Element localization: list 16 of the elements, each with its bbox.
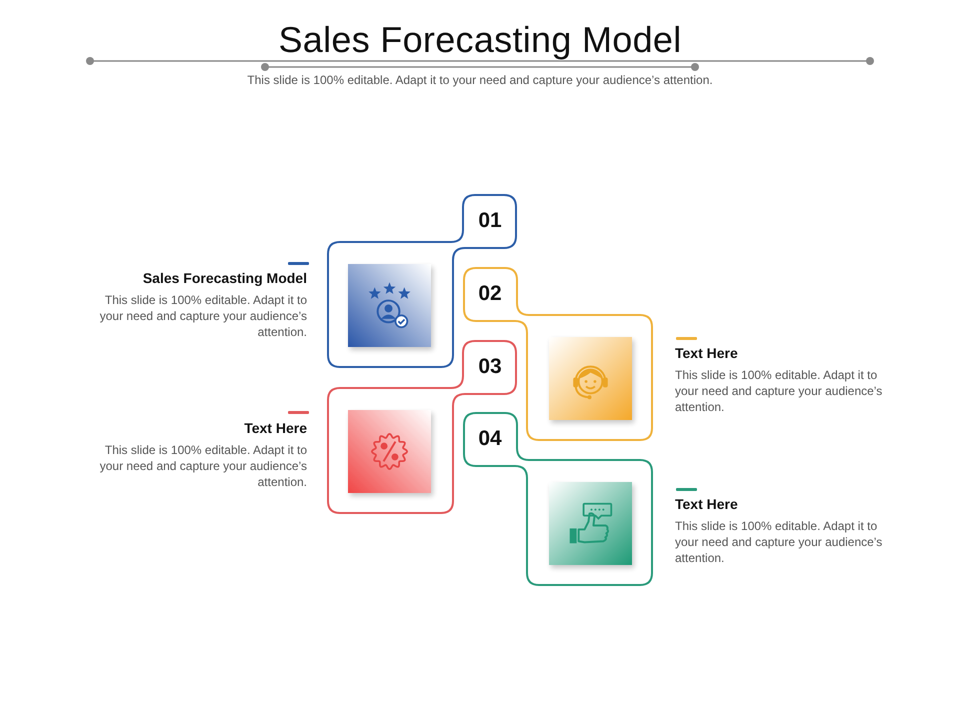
step-number: 04: [478, 428, 502, 450]
step-frame: [463, 412, 653, 586]
heading: Text Here: [244, 420, 307, 437]
description: This slide is 100% editable. Adapt it to your need and capture your audience’s attention.: [675, 367, 884, 415]
heading: Text Here: [675, 345, 738, 362]
heading: Text Here: [675, 496, 738, 513]
step-number: 02: [478, 283, 502, 305]
title: Sales Forecasting Model: [278, 19, 682, 61]
description: This slide is 100% editable. Adapt it to your need and capture your audience’s attention.: [98, 442, 307, 490]
description: This slide is 100% editable. Adapt it to your need and capture your audience’s attention.: [675, 518, 884, 566]
description: This slide is 100% editable. Adapt it to your need and capture your audience’s attention.: [98, 292, 307, 340]
step-frame: [327, 340, 517, 514]
heading: Sales Forecasting Model: [142, 270, 307, 287]
step-number: 01: [478, 210, 502, 232]
subtitle: This slide is 100% editable. Adapt it to your need and capture your audience’s attention.: [247, 73, 713, 87]
step-number: 03: [478, 356, 502, 378]
